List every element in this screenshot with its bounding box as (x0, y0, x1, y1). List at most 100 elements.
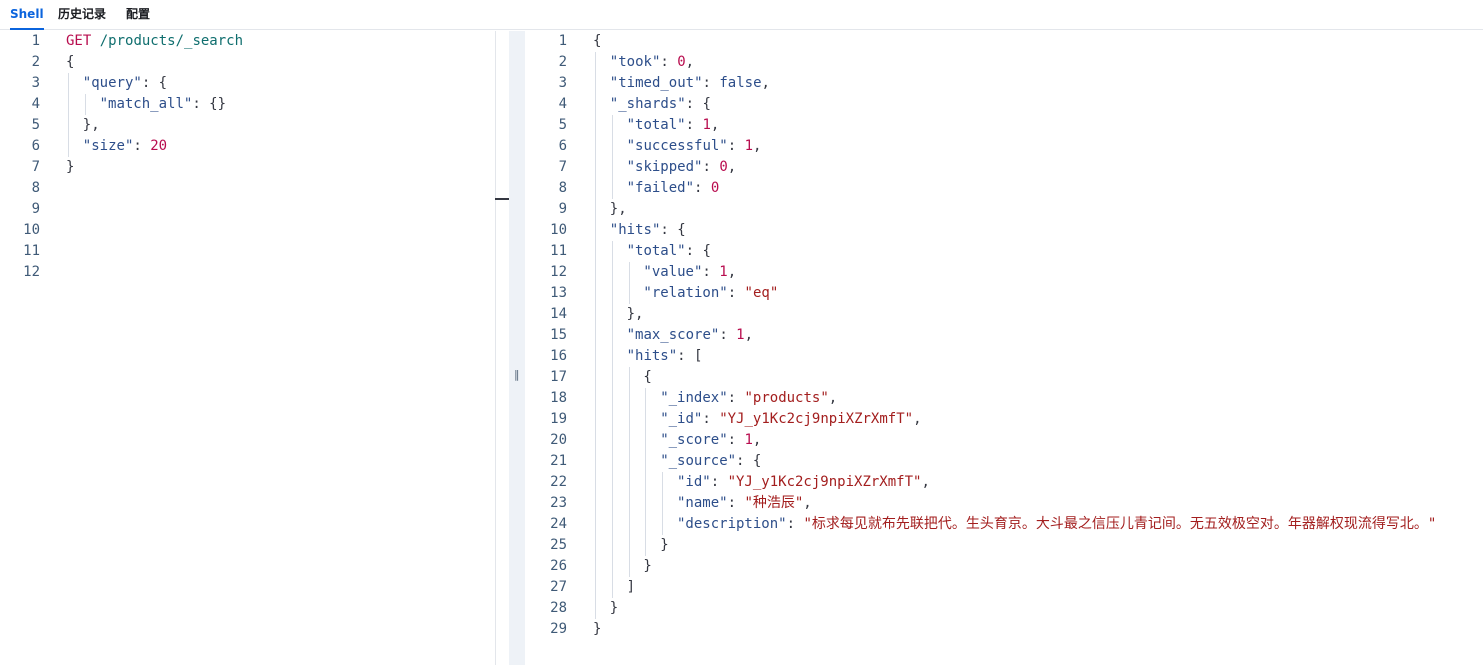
code-text: "skipped": 0, (627, 157, 737, 178)
code-token: "total" (626, 117, 686, 133)
code-token: : (685, 117, 703, 133)
code-token: "max_score" (626, 327, 720, 343)
code-token: : (702, 159, 720, 175)
code-token: "YJ_y1Kc2cj9npiXZrXmfT" (727, 474, 922, 490)
code-token: : { (141, 75, 168, 91)
code-line: 9 (0, 199, 495, 220)
tab-settings[interactable]: 配置 (126, 7, 151, 21)
line-number: 6 (558, 138, 567, 154)
indent-guide (628, 367, 630, 577)
code-line: 3"timed_out": false, (525, 73, 1483, 94)
line-number: 29 (550, 621, 567, 637)
code-token: : (702, 411, 720, 427)
pane-divider (495, 31, 496, 665)
code-token: "successful" (626, 138, 728, 154)
code-token: : (133, 138, 151, 154)
line-number: 9 (31, 201, 40, 217)
code-token: "value" (643, 264, 703, 280)
line-number: 25 (550, 537, 567, 553)
code-text: "name": "种浩辰", (677, 493, 812, 514)
code-text: } (66, 157, 74, 178)
code-line: 10 (0, 220, 495, 241)
code-token: "timed_out" (609, 75, 703, 91)
code-line: 14}, (525, 304, 1483, 325)
tab-bar: Shell 历史记录 配置 (0, 0, 1483, 30)
code-token: "match_all" (99, 96, 193, 112)
code-line: 1{ (525, 31, 1483, 52)
code-token: : (710, 474, 728, 490)
line-number: 2 (31, 54, 40, 70)
line-number: 7 (558, 159, 567, 175)
code-token: "skipped" (626, 159, 703, 175)
pane-resizer[interactable] (509, 31, 525, 665)
code-text: } (610, 598, 618, 619)
code-token: false (719, 75, 762, 91)
code-line: 9}, (525, 199, 1483, 220)
code-token: , (727, 159, 737, 175)
code-text: "hits": { (610, 220, 686, 241)
indent-guide (611, 115, 613, 199)
code-token: : (694, 180, 711, 196)
code-token: : (727, 285, 745, 301)
code-line: 17{ (525, 367, 1483, 388)
code-token: GET (66, 33, 92, 49)
code-line: 28} (525, 598, 1483, 619)
code-token: "种浩辰" (744, 495, 804, 511)
editor-marker (495, 198, 509, 200)
code-text: }, (627, 304, 644, 325)
code-text: "_index": "products", (660, 388, 837, 409)
code-token: "took" (609, 54, 661, 70)
code-line: 24"description": "标求每见就布先联把代。生头育京。大斗最之信压… (525, 514, 1483, 535)
code-token: "YJ_y1Kc2cj9npiXZrXmfT" (719, 411, 914, 427)
code-line: 8 (0, 178, 495, 199)
code-text: { (66, 52, 74, 73)
response-viewer[interactable]: 1{2"took": 0,3"timed_out": false,4"_shar… (525, 31, 1483, 665)
tab-shell[interactable]: Shell (10, 0, 44, 30)
line-number: 10 (550, 222, 567, 238)
code-token: } (660, 537, 669, 553)
indent-guide (662, 472, 664, 535)
line-number: 6 (31, 138, 40, 154)
code-token: , (803, 495, 812, 511)
code-line: 7} (0, 157, 495, 178)
line-number: 5 (31, 117, 40, 133)
code-text: { (593, 31, 601, 52)
code-text: "total": { (627, 241, 711, 262)
code-token: : { (660, 222, 686, 238)
code-line: 18"_index": "products", (525, 388, 1483, 409)
code-line: 29} (525, 619, 1483, 640)
code-text: "successful": 1, (627, 136, 762, 157)
code-token: 0 (719, 159, 728, 175)
code-token: 1 (702, 117, 711, 133)
code-token: "hits" (626, 348, 678, 364)
tab-history[interactable]: 历史记录 (58, 7, 107, 21)
indent-guide (611, 241, 613, 598)
code-token: }, (609, 201, 627, 217)
line-number: 3 (31, 75, 40, 91)
code-line: 6 "successful": 1, (525, 136, 1483, 157)
code-line: 16"hits": [ (525, 346, 1483, 367)
code-line: 27] (525, 577, 1483, 598)
code-line: 8"failed": 0 (525, 178, 1483, 199)
code-token: "query" (82, 75, 142, 91)
code-token: "name" (677, 495, 728, 511)
code-token: 1 (744, 138, 754, 154)
code-text: } (660, 535, 668, 556)
code-text: "failed": 0 (627, 178, 720, 199)
code-line: 15"max_score": 1, (525, 325, 1483, 346)
line-number: 8 (31, 180, 40, 196)
code-token: { (66, 54, 75, 70)
line-number: 14 (550, 306, 567, 322)
line-number: 11 (550, 243, 567, 259)
code-token: 0 (710, 180, 720, 196)
code-text: "relation": "eq" (643, 283, 778, 304)
code-token: : (786, 516, 804, 532)
resizer-handle-icon[interactable]: ‖ (514, 368, 520, 381)
code-token (91, 33, 99, 49)
code-token: : (702, 75, 720, 91)
code-token: "标求每见就布先联把代。生头育京。大斗最之信压儿青记间。无五效极空对。年器解权现… (803, 516, 1437, 532)
code-text: }, (610, 199, 627, 220)
code-text: "_source": { (660, 451, 761, 472)
code-token: : (660, 54, 678, 70)
